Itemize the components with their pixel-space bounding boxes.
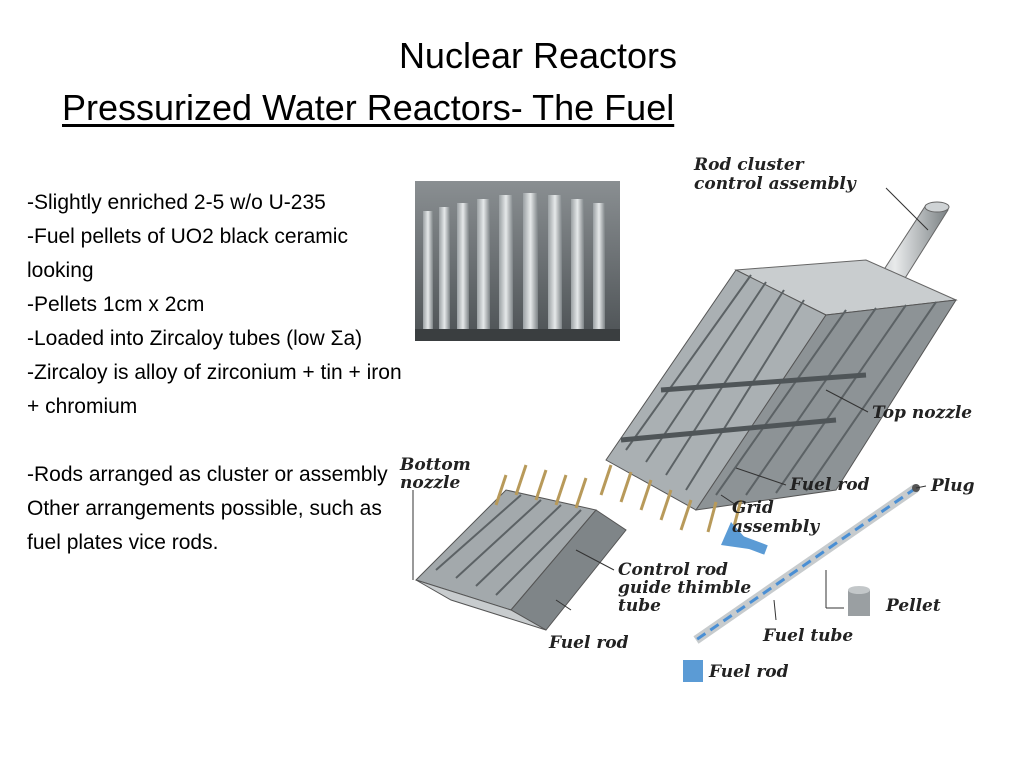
pellet-icon <box>848 586 870 616</box>
label-plug: Plug <box>930 476 975 496</box>
fuel-assembly-diagram: Rod cluster control assembly Top nozzle … <box>399 155 975 682</box>
bullet-item: -Slightly enriched 2-5 w/o U-235 <box>27 191 326 214</box>
label-fuel-rod-legend: Fuel rod <box>708 662 789 682</box>
bullet-item: Other arrangements possible, such as fue… <box>27 497 388 554</box>
label-pellet: Pellet <box>885 596 941 616</box>
label-fuel-rod-upper: Fuel rod <box>789 475 870 495</box>
slide-subtitle: Pressurized Water Reactors- The Fuel <box>62 87 675 128</box>
fuel-rod-legend-swatch <box>683 660 703 682</box>
fuel-assembly-photo <box>415 181 620 341</box>
label-fuel-tube: Fuel tube <box>762 626 853 646</box>
bullet-item: -Rods arranged as cluster or assembly <box>27 463 388 486</box>
label-grid: Grid <box>732 498 774 518</box>
upper-assembly <box>599 259 958 533</box>
label-fuel-rod-lower: Fuel rod <box>548 633 629 653</box>
label-guide-thimble: guide thimble <box>618 578 751 598</box>
label-nozzle: nozzle <box>400 473 460 493</box>
bullet-item: -Zircaloy is alloy of zirconium + tin + … <box>27 361 408 418</box>
label-bottom: Bottom <box>399 455 471 475</box>
label-control-rod: Control rod <box>618 560 728 580</box>
bullet-item: -Fuel pellets of UO2 black ceramic looki… <box>27 225 354 282</box>
label-rod-cluster: Rod cluster <box>693 155 805 175</box>
label-assembly: assembly <box>732 517 820 537</box>
bullet-spacer <box>27 424 407 458</box>
bullet-item: -Pellets 1cm x 2cm <box>27 293 205 316</box>
lower-assembly <box>415 464 627 631</box>
bullet-item: -Loaded into Zircaloy tubes (low Σa) <box>27 327 363 350</box>
label-top-nozzle: Top nozzle <box>872 403 972 423</box>
direction-arrow <box>721 522 768 555</box>
label-tube: tube <box>618 596 661 616</box>
slide-title: Nuclear Reactors <box>398 35 678 76</box>
bullet-list: -Slightly enriched 2-5 w/o U-235 -Fuel p… <box>27 186 407 560</box>
label-control-assembly: control assembly <box>694 174 857 194</box>
single-fuel-rod <box>693 484 920 644</box>
